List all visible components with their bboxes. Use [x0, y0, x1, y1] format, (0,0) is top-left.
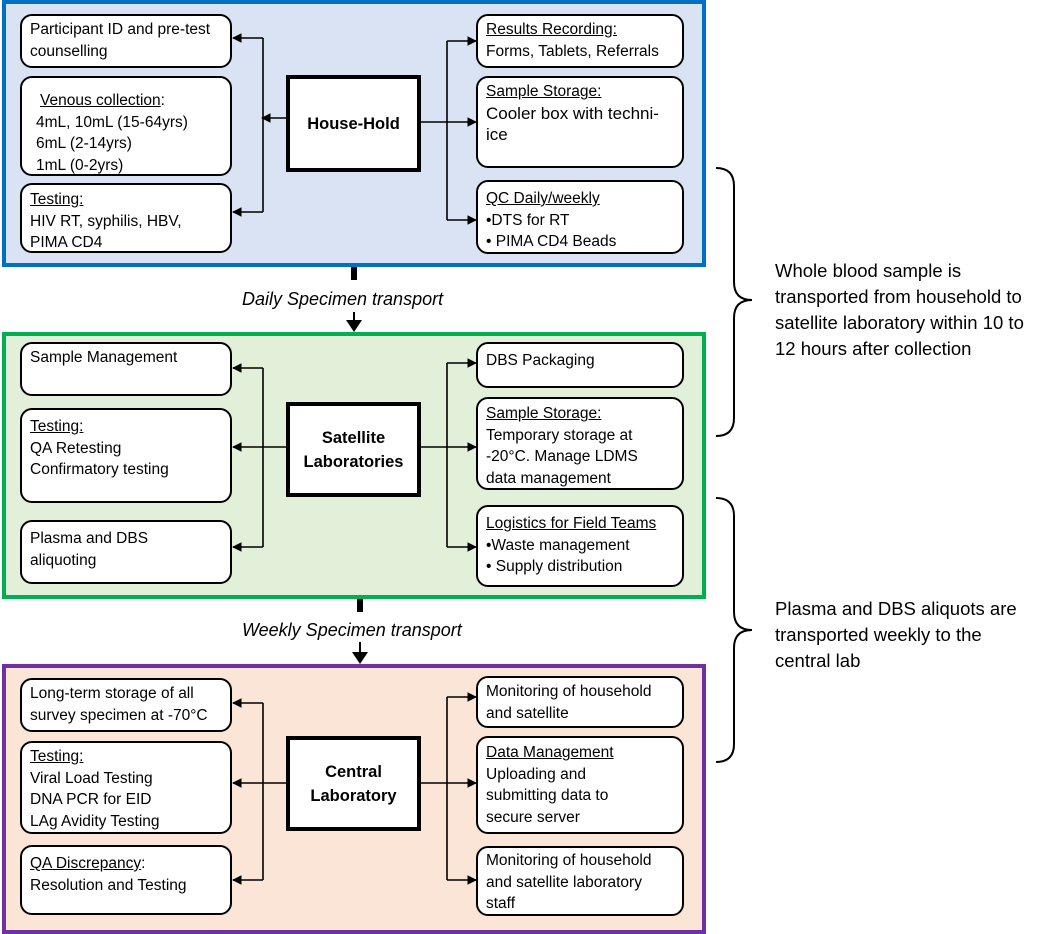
dbs-packaging-box: DBS Packaging	[476, 342, 684, 388]
central-hub: Central Laboratory	[286, 736, 421, 831]
satellite-hub: Satellite Laboratories	[286, 402, 421, 497]
monitoring-household-satellite-box: Monitoring of household and satellite	[476, 676, 684, 728]
plasma-dbs-note: Plasma and DBS aliquots are transported …	[775, 598, 1017, 671]
brace-whole-blood	[715, 167, 753, 437]
household-sample-storage-box: Sample Storage: Cooler box with techni- …	[476, 76, 684, 168]
monitoring-staff-box: Monitoring of household and satellite la…	[476, 846, 684, 916]
plasma-dbs-aliquoting-box: Plasma and DBS aliquoting	[20, 520, 232, 584]
qc-daily-weekly-box: QC Daily/weekly •DTS for RT • PIMA CD4 B…	[476, 180, 684, 254]
results-recording-box: Results Recording: Forms, Tablets, Refer…	[476, 14, 684, 68]
participant-id-box: Participant ID and pre-test counselling	[20, 14, 232, 68]
household-hub: House-Hold	[286, 75, 421, 172]
data-management-box: Data Management Uploading and submitting…	[476, 736, 684, 834]
weekly-transport-label: Weekly Specimen transport	[242, 620, 462, 640]
brace-plasma-dbs	[715, 497, 753, 763]
household-testing-box: Testing: HIV RT, syphilis, HBV, PIMA CD4	[20, 183, 232, 253]
daily-transport-label: Daily Specimen transport	[242, 289, 444, 309]
long-term-storage-box: Long-term storage of all survey specimen…	[20, 678, 232, 732]
whole-blood-note: Whole blood sample is transported from h…	[775, 260, 1024, 359]
central-testing-box: Testing: Viral Load Testing DNA PCR for …	[20, 741, 232, 834]
qa-discrepancy-box: QA Discrepancy: Resolution and Testing	[20, 845, 232, 915]
satellite-sample-storage-box: Sample Storage: Temporary storage at -20…	[476, 397, 684, 490]
transport-arrows	[346, 267, 368, 664]
logistics-field-teams-box: Logistics for Field Teams •Waste managem…	[476, 505, 684, 587]
venous-collection-box: Venous collection: 4mL, 10mL (15-64yrs) …	[20, 76, 232, 176]
sample-management-box: Sample Management	[20, 342, 232, 396]
satellite-testing-box: Testing: QA Retesting Confirmatory testi…	[20, 408, 232, 503]
